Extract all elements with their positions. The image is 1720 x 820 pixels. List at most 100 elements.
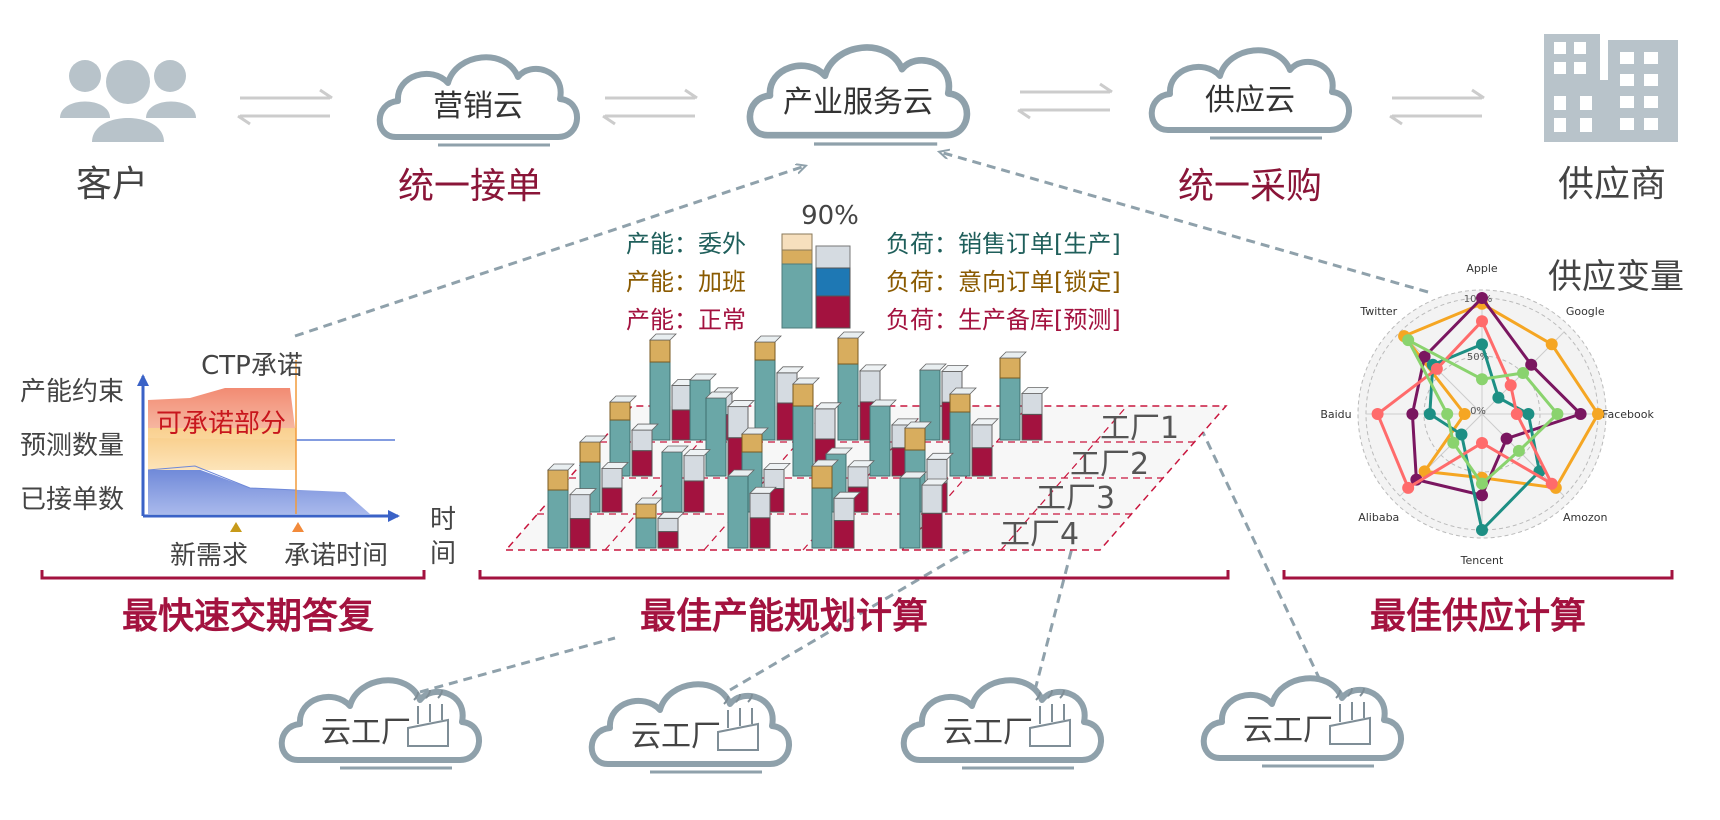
factory-1-label: 工厂1: [1100, 411, 1179, 446]
factory-bar-pair: [661, 445, 711, 513]
supplier-label: 供应商: [1558, 164, 1666, 205]
radar-point: [1476, 489, 1488, 502]
y-label-capacity: 产能约束: [20, 377, 124, 407]
radar-to-cloud-connector: [940, 152, 1429, 294]
factory-3-label: 工厂3: [1036, 481, 1115, 516]
unified-purchase-label: 统一采购: [1178, 166, 1322, 207]
section-title-supply: 最佳供应计算: [1370, 596, 1586, 637]
promise-time-label: 承诺时间: [284, 541, 388, 571]
exchange-arrow-icon-2: [602, 88, 698, 126]
radar-point: [1423, 408, 1436, 420]
radar-axis-label: Facebook: [1602, 408, 1654, 421]
legend-intent-order: 负荷：意向订单[锁定]: [886, 268, 1121, 296]
ctp-chart: [137, 360, 400, 532]
factory-bar-pair: [547, 463, 597, 549]
radar-point: [1476, 524, 1488, 536]
factory-2-label: 工厂2: [1070, 447, 1149, 482]
unified-order-label: 统一接单: [398, 166, 542, 207]
promise-time-marker: [292, 522, 304, 532]
radar-point: [1476, 477, 1488, 490]
legend-stock-forecast: 负荷：生产备库[预测]: [886, 306, 1121, 334]
new-demand-label: 新需求: [170, 541, 248, 571]
radar-point: [1371, 408, 1384, 420]
cloud-factory-1: 云工厂: [282, 680, 479, 768]
capacity-constraint-area: [148, 388, 295, 428]
supply-cloud-label: 供应云: [1205, 83, 1295, 118]
radar-point: [1476, 292, 1488, 304]
factory-bar-pair: [727, 469, 777, 549]
ctp-title: CTP承诺: [201, 351, 303, 381]
radar-point: [1476, 315, 1488, 328]
cloud-factory-3: 云工厂: [904, 680, 1101, 768]
cloud-factory-2-connector: [729, 520, 1020, 692]
radar-point: [1458, 408, 1471, 420]
factory-bar-pair: [609, 395, 659, 477]
exchange-arrow-icon-4: [1389, 88, 1485, 126]
legend-bar-load: [815, 245, 851, 329]
radar-axis-label: Apple: [1466, 262, 1498, 275]
promisable-label: 可承诺部分: [156, 409, 286, 439]
section-brackets: [40, 570, 1674, 580]
factory-bar-pair: [899, 471, 949, 549]
radar-axis-label: Google: [1566, 305, 1605, 318]
factory-4-label: 工厂4: [1000, 517, 1079, 552]
factory-icon: [717, 693, 759, 751]
factory-bar-pair: [579, 435, 629, 513]
cloud-factory-label: 云工厂: [943, 715, 1033, 750]
factory-bar-pair: [811, 459, 861, 549]
capacity-percent: 90%: [801, 201, 859, 231]
radar-point: [1522, 408, 1535, 420]
factory-bar-pair: [635, 497, 685, 549]
legend-outsourced: 产能：委外: [626, 230, 746, 258]
cloud-factory-1-connector: [419, 636, 616, 694]
radar-point: [1476, 437, 1488, 449]
radar-point: [1574, 408, 1587, 420]
legend-normal: 产能：正常: [626, 306, 746, 334]
y-label-accepted: 已接单数: [20, 485, 124, 515]
cloud-factory-label: 云工厂: [1243, 713, 1333, 748]
radar-axis-label: Amozon: [1563, 511, 1607, 524]
customer-icon: [60, 60, 196, 142]
radar-point: [1455, 428, 1468, 441]
new-demand-marker: [230, 522, 242, 532]
industry-cloud-label: 产业服务云: [783, 85, 933, 120]
radar-point: [1517, 366, 1530, 379]
factory-bar-pair: [705, 391, 755, 477]
radar-point: [1402, 481, 1415, 494]
factory-labels: 工厂1 工厂2 工厂3 工厂4: [1000, 411, 1179, 552]
radar-point: [1418, 350, 1431, 363]
factory-bar-pair: [649, 333, 699, 441]
capacity-legend-right: 负荷：销售订单[生产] 负荷：意向订单[锁定] 负荷：生产备库[预测]: [886, 230, 1121, 334]
cloud-factory-label: 云工厂: [321, 715, 411, 750]
factory-icon: [1029, 689, 1071, 747]
legend-bar-capacity: [781, 233, 813, 329]
section-title-capacity: 最佳产能规划计算: [640, 596, 928, 637]
radar-point: [1592, 408, 1604, 420]
radar-point: [1500, 432, 1513, 445]
factory-bar-pair: [999, 351, 1049, 441]
radar-axis-label: Alibaba: [1358, 511, 1399, 524]
factory-bars: [547, 331, 1049, 549]
radar-point: [1551, 408, 1564, 420]
y-label-forecast: 预测数量: [20, 431, 124, 461]
exchange-arrow-icon-1: [237, 88, 333, 126]
supply-variables-title: 供应变量: [1548, 257, 1684, 297]
radar-point: [1447, 436, 1460, 449]
capacity-legend-left: 产能：委外 产能：加班 产能：正常: [626, 230, 746, 334]
section-title-ctp: 最快速交期答复: [122, 595, 374, 637]
supplier-building-icon: [1544, 34, 1678, 142]
radar-point: [1402, 334, 1415, 347]
factory-bar-pair: [949, 387, 999, 477]
legend-sales-order: 负荷：销售订单[生产]: [886, 230, 1121, 258]
radar-point: [1504, 379, 1517, 392]
radar-point: [1430, 362, 1443, 375]
radar-tick-label: 0%: [1470, 406, 1486, 417]
radar-point: [1510, 408, 1523, 420]
radar-axis-label: Twitter: [1359, 305, 1397, 318]
factory-bar-pair: [754, 335, 804, 441]
x-axis-label: 时间: [430, 505, 456, 569]
radar-point: [1476, 373, 1488, 386]
customer-label: 客户: [76, 164, 148, 205]
radar-point: [1441, 408, 1454, 420]
radar-point: [1545, 477, 1558, 490]
